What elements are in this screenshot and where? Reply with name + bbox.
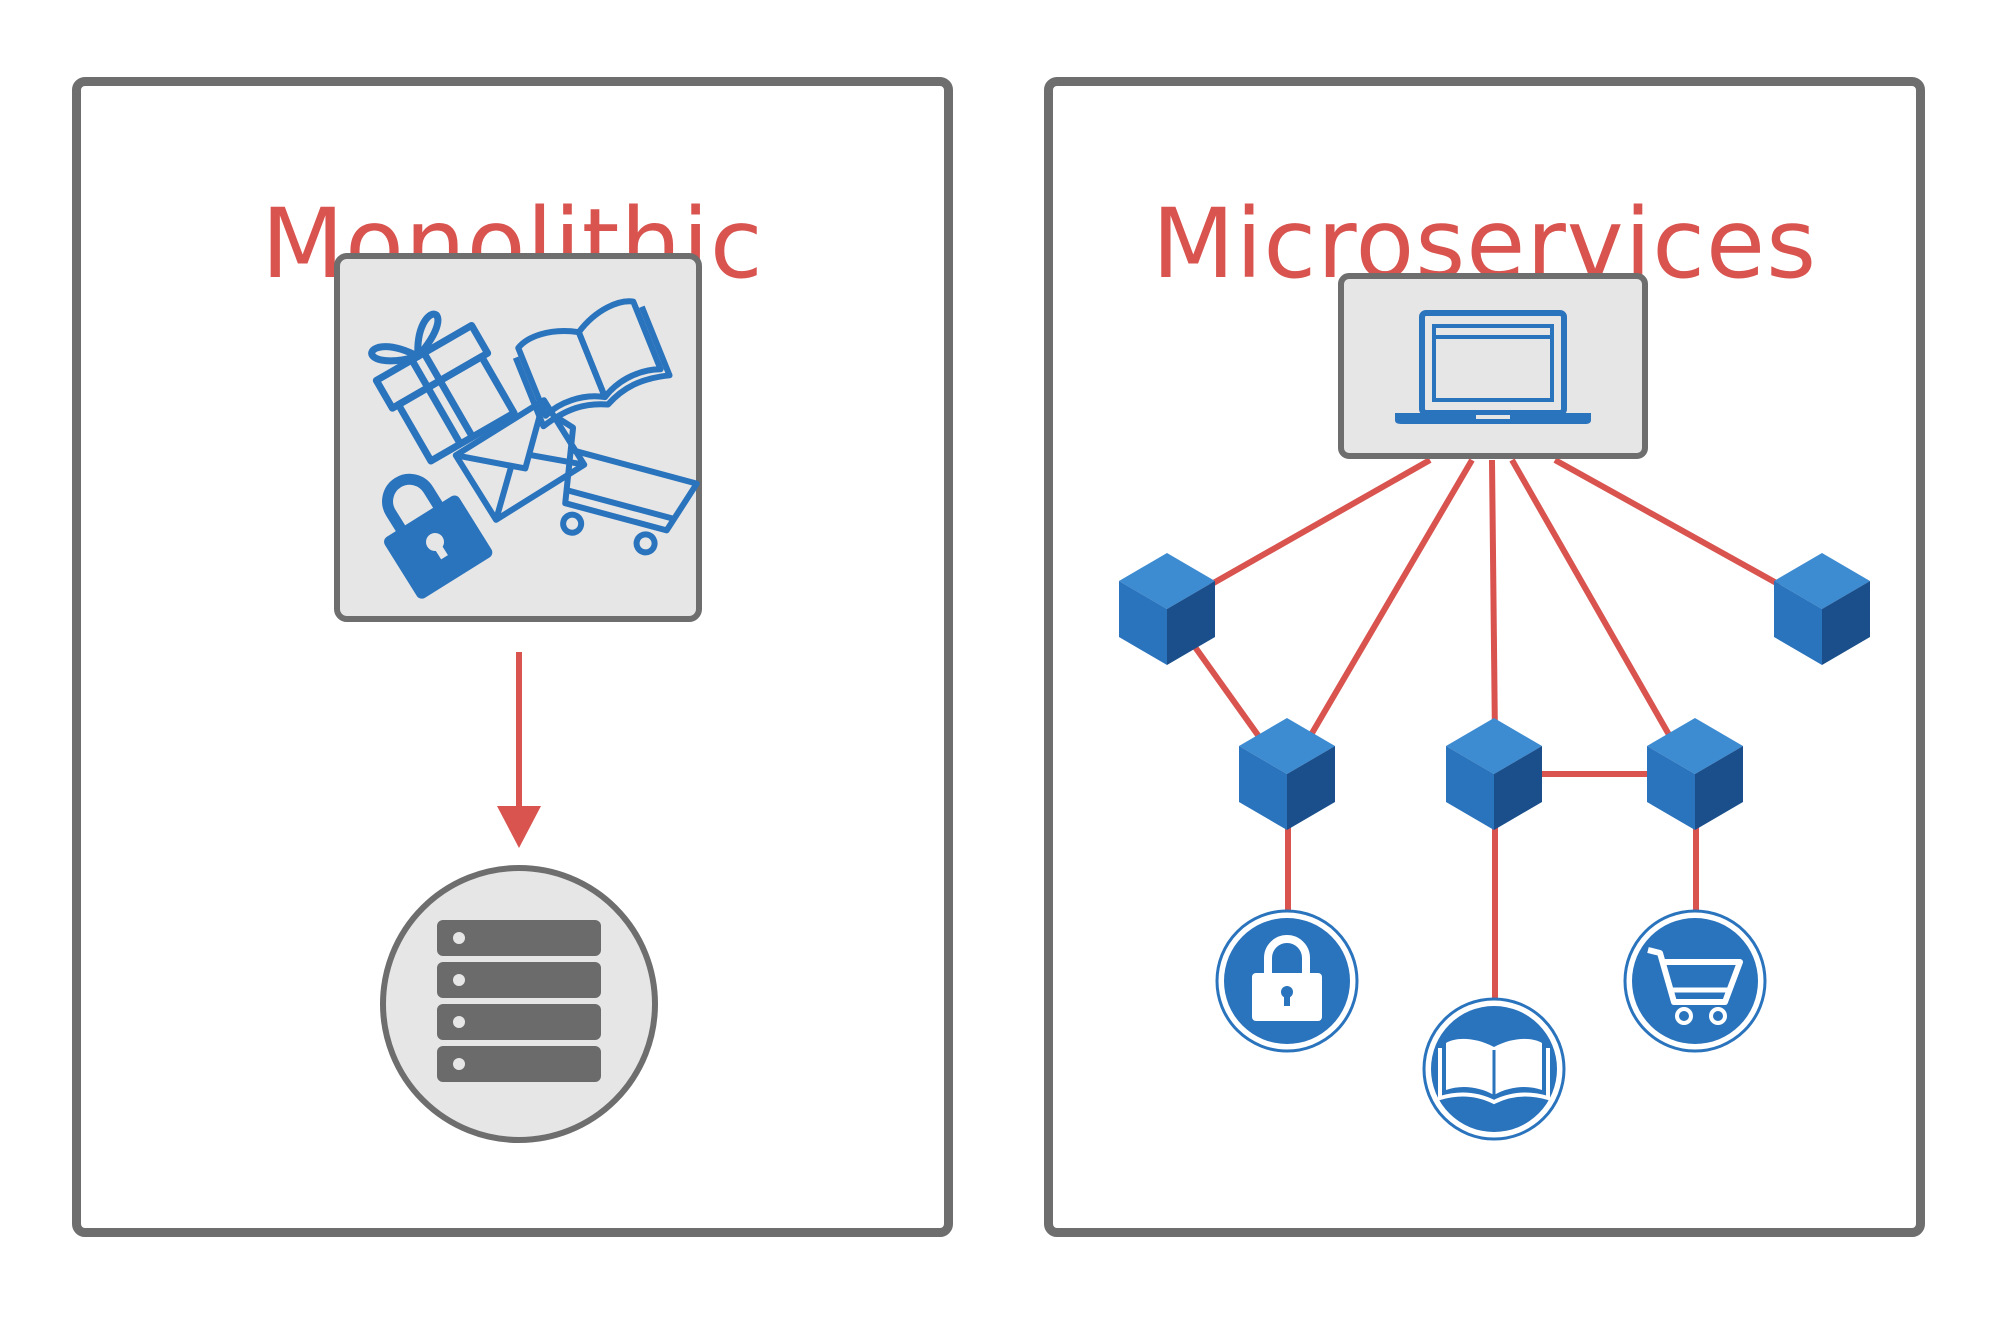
service-cube-icon xyxy=(1446,718,1542,830)
monolith-arrow-head xyxy=(497,806,541,848)
book-icon xyxy=(512,298,673,430)
cart-icon xyxy=(1623,909,1767,1053)
client-app-box xyxy=(1338,273,1648,459)
laptop-icon xyxy=(1395,310,1591,424)
service-cube-icon xyxy=(1774,553,1870,665)
service-cube-icon xyxy=(1239,718,1335,830)
gift-icon xyxy=(368,310,518,465)
cart-icon xyxy=(557,416,700,556)
lock-icon xyxy=(1215,909,1359,1053)
service-cube-icon xyxy=(1119,553,1215,665)
lock-icon xyxy=(382,473,493,599)
book-icon xyxy=(1422,997,1566,1141)
database-server-icon xyxy=(380,865,658,1143)
service-connections xyxy=(1187,457,1782,1000)
service-cube-icon xyxy=(1647,718,1743,830)
envelope-icon xyxy=(452,397,588,523)
